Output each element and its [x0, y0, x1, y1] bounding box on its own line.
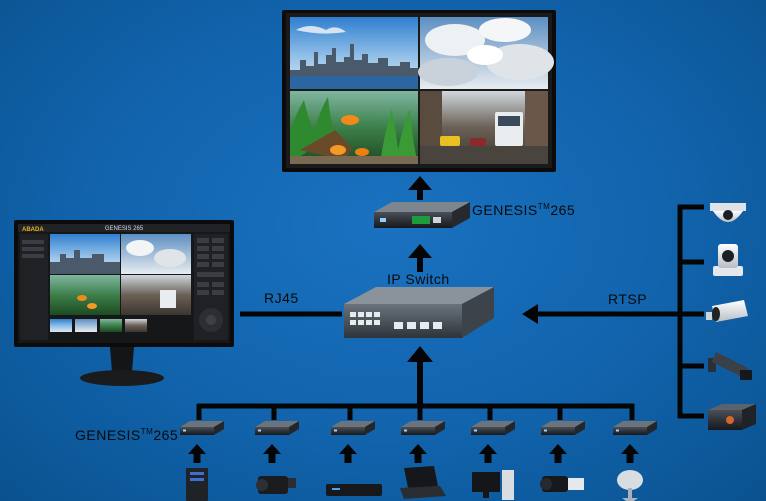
ip-switch: [344, 287, 494, 338]
source-bus: [196, 403, 635, 420]
video-feed-street: [420, 91, 548, 164]
laptop: [400, 466, 446, 499]
encoder-row: [180, 421, 657, 435]
monitor-app-title: GENESIS 265: [105, 226, 144, 232]
genesis-bottom-name: GENESIS: [75, 427, 141, 443]
genesis-decoder-top: [374, 202, 470, 228]
rj45-label: RJ45: [264, 290, 299, 306]
media-player: [326, 484, 382, 496]
desktop-computer: [472, 470, 514, 500]
genesis-bottom-label: GENESISTM265: [75, 427, 178, 443]
bullet-camera: [706, 300, 748, 322]
box-camera: [708, 352, 752, 380]
dome-camera: [710, 203, 746, 222]
pc-tower: [186, 468, 208, 501]
rtsp-label: RTSP: [608, 291, 648, 307]
arrow-to-decoder: [408, 244, 432, 258]
video-feed-skyline: [290, 17, 418, 89]
genesis-bottom-tm: TM: [140, 427, 154, 436]
video-feed-aquarium: [290, 91, 418, 164]
satellite-dish: [617, 470, 643, 501]
control-monitor: [14, 220, 234, 386]
ip-switch-label: IP Switch: [387, 271, 450, 287]
arrow-to-wall-display: [408, 176, 432, 190]
camcorder: [256, 476, 296, 494]
wall-display: [282, 10, 556, 172]
camera-bracket: [677, 204, 704, 419]
monitor-logo: ABADA: [22, 227, 44, 233]
video-feed-clouds: [418, 17, 554, 89]
genesis-top-model: 265: [550, 202, 576, 218]
genesis-top-label: GENESISTM265: [472, 202, 575, 218]
pinhole-camera: [708, 404, 756, 430]
rtsp-arrow: [522, 304, 538, 324]
genesis-bottom-model: 265: [153, 427, 179, 443]
ptz-camera: [713, 244, 743, 276]
source-arrows: [188, 444, 639, 463]
arrow-to-switch: [407, 346, 433, 362]
genesis-top-name: GENESIS: [472, 202, 538, 218]
genesis-top-tm: TM: [537, 202, 551, 211]
video-camera: [540, 476, 584, 492]
